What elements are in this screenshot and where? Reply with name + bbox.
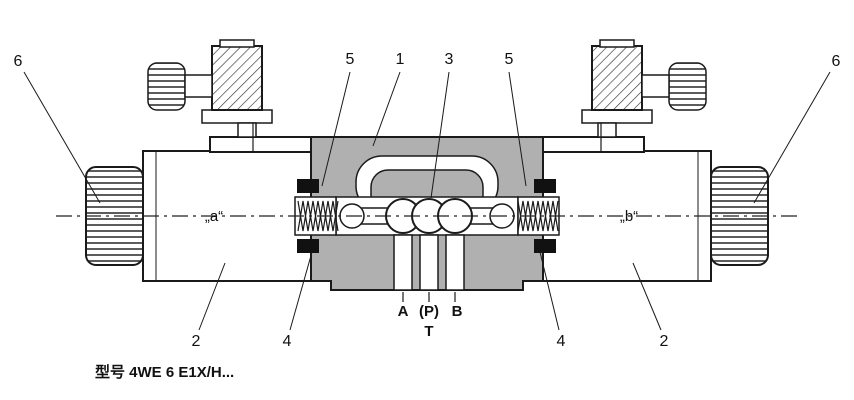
leader-line-cap-right bbox=[753, 71, 831, 204]
gland-stem bbox=[184, 74, 213, 98]
connector-top-cap bbox=[219, 39, 255, 48]
leader-line-insert-right bbox=[539, 251, 560, 331]
left-upper-seal bbox=[297, 179, 319, 193]
connector-neck bbox=[237, 122, 257, 138]
cable-gland bbox=[147, 62, 186, 111]
right-upper-seal bbox=[534, 179, 556, 193]
left-solenoid-assembly bbox=[85, 136, 312, 282]
left-mounting-plate bbox=[209, 136, 312, 153]
connector-base bbox=[201, 109, 273, 124]
connector-base bbox=[581, 109, 653, 124]
right-lower-seal bbox=[534, 239, 556, 253]
callout-spring-right: 5 bbox=[505, 51, 514, 68]
control-spool bbox=[339, 198, 515, 234]
leader-line-solenoid-left bbox=[198, 262, 226, 331]
right-spring-coil bbox=[517, 200, 559, 232]
return-springs bbox=[297, 200, 559, 232]
port-b-label: B bbox=[452, 303, 463, 320]
callout-cap-right: 6 bbox=[832, 53, 841, 70]
right-electrical-connector bbox=[581, 39, 707, 151]
left-spring-coil bbox=[297, 200, 339, 232]
callout-cap-left: 6 bbox=[14, 53, 23, 70]
callout-spring-left: 5 bbox=[346, 51, 355, 68]
leader-line-cap-left bbox=[23, 71, 101, 204]
connector-plug-block bbox=[591, 45, 643, 111]
left-electrical-connector bbox=[147, 39, 273, 151]
callout-insert-left: 4 bbox=[283, 333, 292, 350]
right-spring-coil bbox=[517, 200, 559, 232]
callout-housing: 1 bbox=[396, 51, 405, 68]
callout-numbers: 6 5 1 3 5 6 2 4 4 2 bbox=[14, 51, 841, 350]
port-channel-a bbox=[393, 234, 413, 291]
model-caption: 型号 4WE 6 E1X/H... bbox=[95, 363, 234, 381]
gland-stem bbox=[641, 74, 670, 98]
leader-line-spool bbox=[430, 71, 450, 199]
leader-lines bbox=[23, 71, 831, 331]
chamber-b-label: „b“ bbox=[620, 208, 638, 225]
leader-line-housing bbox=[372, 71, 401, 147]
leader-line-spring-right bbox=[508, 71, 527, 187]
right-mounting-plate bbox=[542, 136, 645, 153]
left-solenoid-body bbox=[142, 150, 312, 282]
cable-gland bbox=[668, 62, 707, 111]
connector-top-cap bbox=[599, 39, 635, 48]
callout-spool: 3 bbox=[445, 51, 454, 68]
left-spring-coil bbox=[297, 200, 339, 232]
port-t-label: T bbox=[424, 323, 433, 340]
callout-solenoid-left: 2 bbox=[192, 333, 201, 350]
callout-insert-right: 4 bbox=[557, 333, 566, 350]
port-p-label: (P) bbox=[419, 303, 439, 320]
connector-plug-block bbox=[211, 45, 263, 111]
port-channel-b bbox=[445, 234, 465, 291]
left-lower-seal bbox=[297, 239, 319, 253]
port-channels bbox=[393, 234, 465, 302]
leader-line-spring-left bbox=[321, 71, 351, 187]
port-channel-p bbox=[419, 234, 439, 291]
connector-neck bbox=[597, 122, 617, 138]
right-solenoid-assembly bbox=[542, 136, 769, 282]
chamber-a-label: „a“ bbox=[205, 208, 223, 225]
leader-line-solenoid-right bbox=[632, 262, 662, 331]
callout-solenoid-right: 2 bbox=[660, 333, 669, 350]
leader-line-insert-left bbox=[289, 251, 313, 331]
port-labels: A (P) B T bbox=[398, 303, 463, 340]
port-a-label: A bbox=[398, 303, 409, 320]
